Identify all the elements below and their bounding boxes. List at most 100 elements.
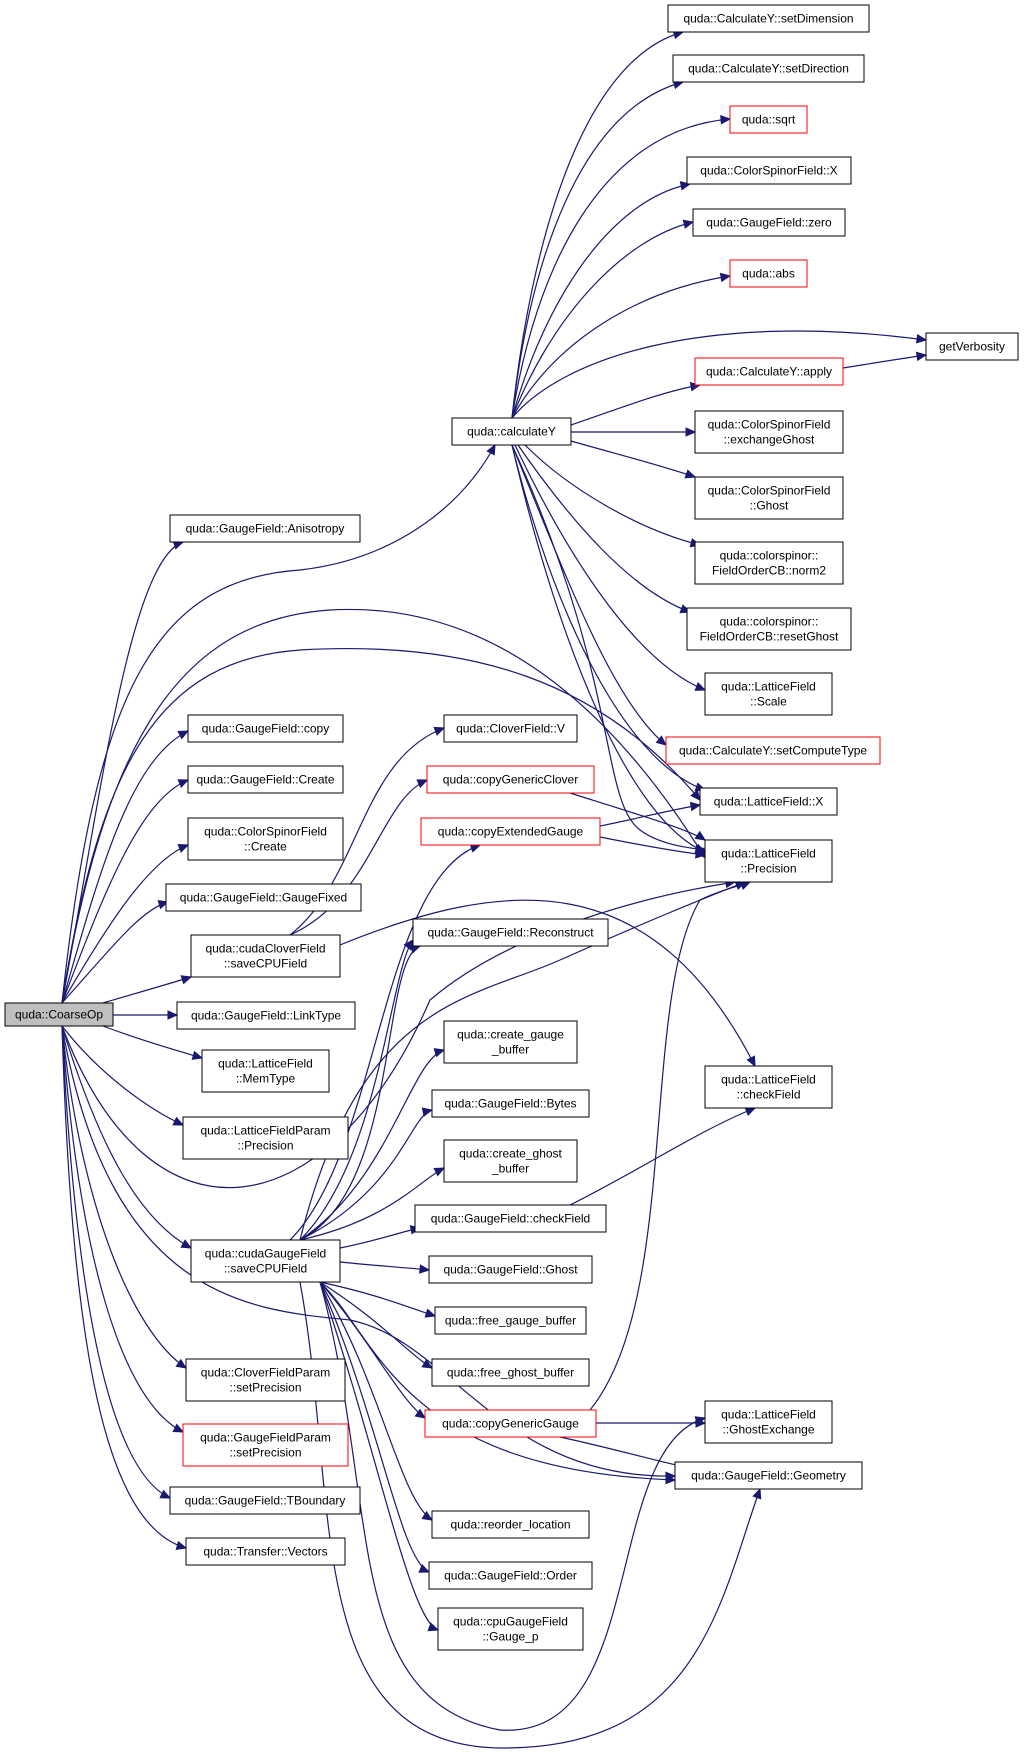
- node-gf-gaugefixed[interactable]: quda::GaugeField::GaugeFixed: [165, 883, 362, 912]
- node-label: quda::cpuGaugeField: [453, 1615, 568, 1629]
- node-setdirection[interactable]: quda::CalculateY::setDirection: [672, 54, 865, 83]
- node-label: quda::GaugeField::TBoundary: [185, 1494, 346, 1508]
- node-create-gauge-buffer[interactable]: quda::create_gauge_buffer: [443, 1020, 578, 1064]
- node-lf-checkfield[interactable]: quda::LatticeField::checkField: [704, 1065, 833, 1109]
- node-box: [431, 1510, 590, 1539]
- edge-cgf_savecpu-to-free_gauge_buffer: [319, 1281, 437, 1318]
- node-label: ::GhostExchange: [722, 1423, 814, 1437]
- edge-calculatey-to-focb_norm2: [524, 444, 702, 548]
- edge-coarseop-to-calculatey: [61, 443, 496, 1004]
- edge-coarseop-to-lf_x: [61, 647, 701, 1004]
- edge-cgf_savecpu-to-create_gauge_buffer: [299, 1048, 446, 1241]
- node-abs[interactable]: quda::abs: [729, 259, 808, 288]
- node-box: [686, 607, 852, 651]
- node-label: FieldOrderCB::norm2: [712, 564, 826, 578]
- node-gf-bytes[interactable]: quda::GaugeField::Bytes: [431, 1089, 590, 1118]
- node-getverbosity[interactable]: getVerbosity: [925, 332, 1019, 361]
- node-cgf-savecpu[interactable]: quda::cudaGaugeField::saveCPUField: [190, 1239, 341, 1283]
- node-label: ::saveCPUField: [224, 957, 307, 971]
- node-label: ::Precision: [740, 862, 796, 876]
- node-label: ::Ghost: [750, 499, 789, 513]
- node-sqrt[interactable]: quda::sqrt: [729, 105, 808, 134]
- node-csf-create[interactable]: quda::ColorSpinorField::Create: [187, 817, 344, 861]
- node-gf-zero[interactable]: quda::GaugeField::zero: [692, 208, 846, 237]
- node-cpugf-gauge-p[interactable]: quda::cpuGaugeField::Gauge_p: [437, 1607, 584, 1651]
- node-lf-precision[interactable]: quda::LatticeField::Precision: [704, 839, 833, 883]
- node-box: [443, 714, 578, 743]
- node-gf-linktype[interactable]: quda::GaugeField::LinkType: [176, 1001, 356, 1030]
- node-gf-reconstruct[interactable]: quda::GaugeField::Reconstruct: [412, 918, 609, 947]
- node-calculatey[interactable]: quda::calculateY: [451, 417, 572, 446]
- node-cfp-setprecision[interactable]: quda::CloverFieldParam::setPrecision: [185, 1358, 346, 1402]
- node-gf-order[interactable]: quda::GaugeField::Order: [428, 1561, 593, 1590]
- node-ccf-savecpu[interactable]: quda::cudaCloverField::saveCPUField: [190, 934, 341, 978]
- node-label: quda::calculateY: [467, 425, 556, 439]
- edge-cgf_savecpu-to-reorder_location: [319, 1281, 434, 1521]
- node-box: [692, 208, 846, 237]
- node-label: quda::ColorSpinorField: [708, 418, 831, 432]
- node-cy-apply[interactable]: quda::CalculateY::apply: [694, 357, 844, 386]
- node-label: quda::create_ghost: [459, 1147, 562, 1161]
- node-label: quda::LatticeField: [721, 1073, 816, 1087]
- node-box: [431, 1358, 590, 1387]
- node-label: quda::colorspinor::: [720, 615, 819, 629]
- node-cf-v[interactable]: quda::CloverField::V: [443, 714, 578, 743]
- node-reorder-location[interactable]: quda::reorder_location: [431, 1510, 590, 1539]
- edge-copygenericgauge-to-lf_ghostexchange: [596, 1418, 707, 1428]
- node-box: [443, 1139, 578, 1183]
- node-copygenericclover[interactable]: quda::copyGenericClover: [426, 765, 595, 794]
- node-label: quda::colorspinor::: [720, 549, 819, 563]
- node-box: [694, 476, 844, 520]
- node-box: [665, 736, 881, 765]
- edge-cgf_savecpu-to-gf_geometry: [319, 1281, 677, 1485]
- node-label: quda::CalculateY::setDirection: [688, 62, 849, 76]
- node-focb-norm2[interactable]: quda::colorspinor::FieldOrderCB::norm2: [694, 541, 844, 585]
- edge-copygenericgauge-to-lf_precision: [589, 881, 752, 1411]
- node-lf-scale[interactable]: quda::LatticeField::Scale: [704, 672, 833, 716]
- node-free-ghost-buffer[interactable]: quda::free_ghost_buffer: [431, 1358, 590, 1387]
- node-csf-x[interactable]: quda::ColorSpinorField::X: [686, 156, 852, 185]
- node-label: quda::LatticeField: [218, 1057, 313, 1071]
- node-label: quda::GaugeField::copy: [202, 722, 329, 736]
- node-gfp-setprecision[interactable]: quda::GaugeFieldParam::setPrecision: [182, 1423, 349, 1467]
- node-lf-ghostexchange[interactable]: quda::LatticeField::GhostExchange: [704, 1400, 833, 1444]
- node-csf-exchangeghost[interactable]: quda::ColorSpinorField::exchangeGhost: [694, 410, 844, 454]
- node-box: [182, 1423, 349, 1467]
- node-coarseop[interactable]: quda::CoarseOp: [4, 1002, 114, 1027]
- node-free-gauge-buffer[interactable]: quda::free_gauge_buffer: [434, 1306, 587, 1335]
- edge-coarseop-to-lf_precision: [61, 878, 737, 1189]
- node-tr-vectors[interactable]: quda::Transfer::Vectors: [185, 1537, 346, 1566]
- node-lf-x[interactable]: quda::LatticeField::X: [699, 787, 838, 816]
- edge-coarseop-to-gf_copy: [61, 730, 190, 1004]
- edge-calculatey-to-lf_scale: [514, 444, 707, 691]
- node-cy-setcomputetype[interactable]: quda::CalculateY::setComputeType: [665, 736, 881, 765]
- node-anisotropy[interactable]: quda::GaugeField::Anisotropy: [169, 514, 361, 543]
- node-box: [704, 672, 833, 716]
- node-label: ::Create: [244, 840, 287, 854]
- node-focb-resetghost[interactable]: quda::colorspinor::FieldOrderCB::resetGh…: [686, 607, 852, 651]
- node-label: quda::LatticeField: [721, 1408, 816, 1422]
- node-copygenericgauge[interactable]: quda::copyGenericGauge: [424, 1409, 597, 1438]
- node-label: ::setPrecision: [229, 1446, 301, 1460]
- node-gf-geometry[interactable]: quda::GaugeField::Geometry: [674, 1461, 863, 1490]
- node-copyextendedgauge[interactable]: quda::copyExtendedGauge: [420, 817, 601, 846]
- node-gf-copy[interactable]: quda::GaugeField::copy: [187, 714, 344, 743]
- node-gf-create[interactable]: quda::GaugeField::Create: [187, 765, 344, 794]
- edge-coarseop-to-gf_linktype: [112, 1010, 179, 1020]
- edge-calculatey-to-sqrt: [511, 115, 732, 419]
- node-label: quda::GaugeField::checkField: [431, 1212, 590, 1226]
- node-gf-tboundary[interactable]: quda::GaugeField::TBoundary: [169, 1486, 361, 1515]
- node-lfp-precision[interactable]: quda::LatticeFieldParam::Precision: [182, 1116, 349, 1160]
- node-gf-ghost[interactable]: quda::GaugeField::Ghost: [428, 1255, 593, 1284]
- node-create-ghost-buffer[interactable]: quda::create_ghost_buffer: [443, 1139, 578, 1183]
- edge-calculatey-to-setdimension: [511, 29, 685, 419]
- node-label: quda::CalculateY::setComputeType: [679, 744, 867, 758]
- node-csf-ghost[interactable]: quda::ColorSpinorField::Ghost: [694, 476, 844, 520]
- edge-calculatey-to-csf_x: [511, 181, 692, 419]
- node-lf-memtype[interactable]: quda::LatticeField::MemType: [201, 1049, 330, 1093]
- node-box: [428, 1255, 593, 1284]
- node-gf-checkfield[interactable]: quda::GaugeField::checkField: [414, 1204, 607, 1233]
- node-setdimension[interactable]: quda::CalculateY::setDimension: [667, 4, 870, 33]
- node-label: quda::CloverField::V: [456, 722, 565, 736]
- node-box: [431, 1089, 590, 1118]
